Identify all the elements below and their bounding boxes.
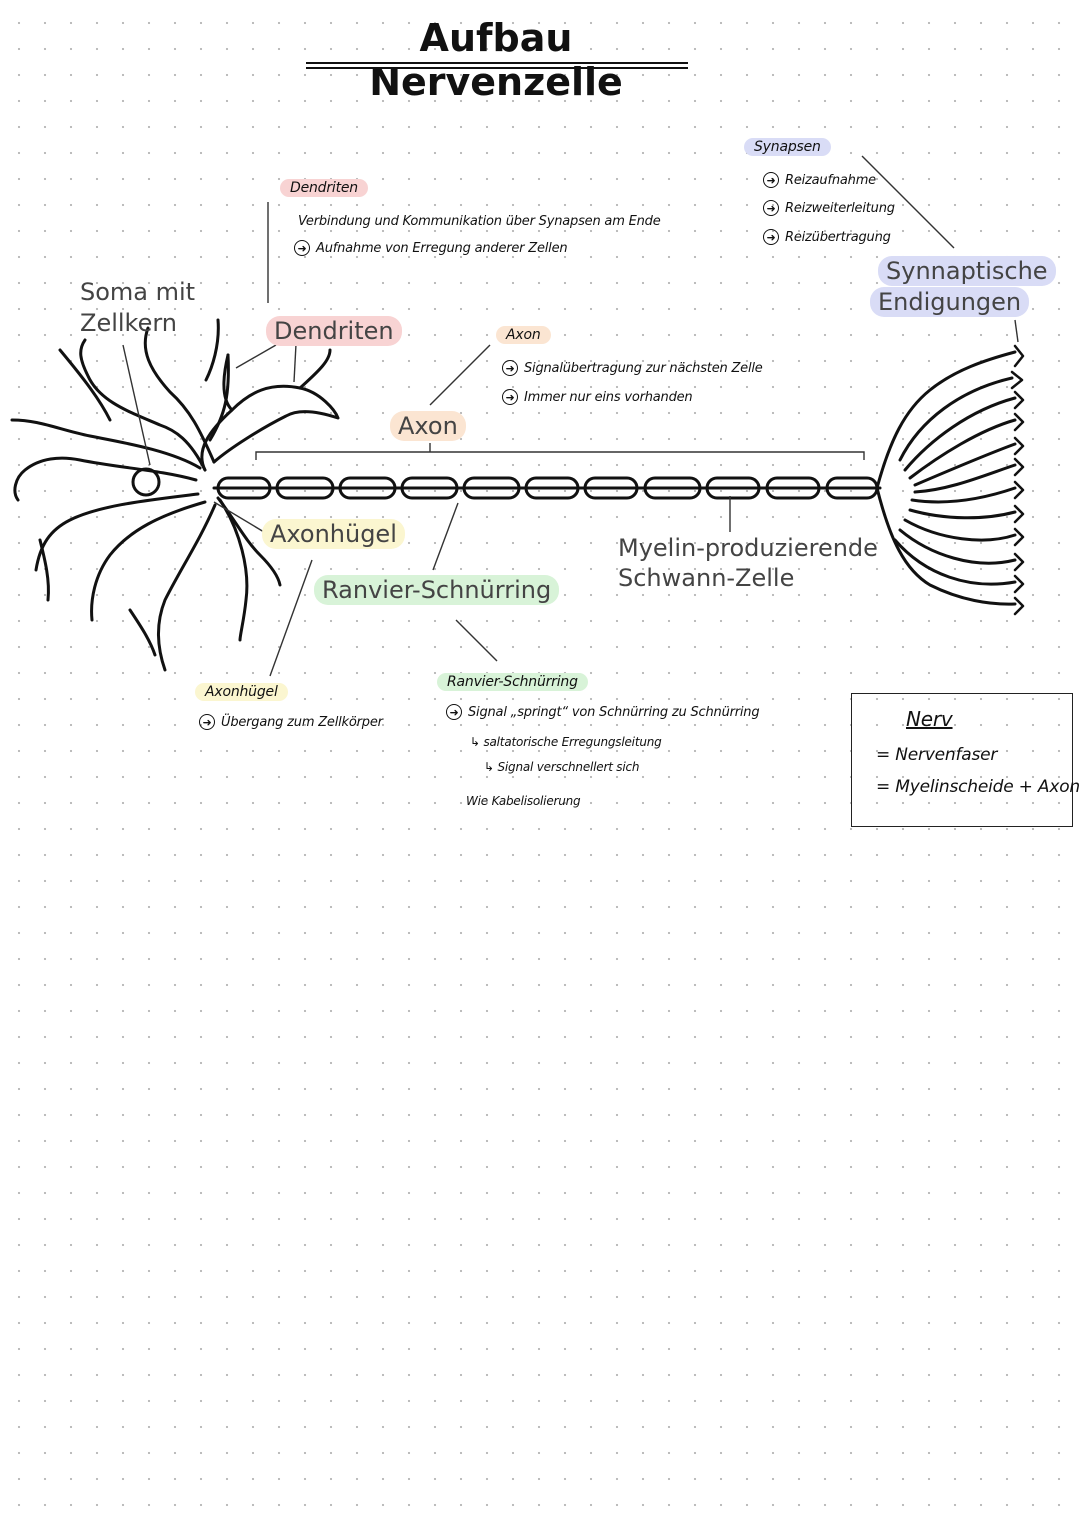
- note-synapsen-bullet-text: Reizübertragung: [785, 229, 891, 245]
- note-ranvier-sub1: ↳ saltatorische Erregungsleitung: [470, 735, 662, 749]
- axon-label: Axon: [390, 411, 466, 441]
- synaptische-label-line2: Endigungen: [870, 287, 1030, 317]
- nerv-line-2: = Myelinscheide + Axon: [876, 777, 1080, 797]
- note-axon-bullet-1: ➜ Signalübertragung zur nächsten Zelle: [502, 360, 763, 376]
- myelin-label-line1: Myelin-produzierende: [618, 534, 878, 562]
- dendriten-label: Dendriten: [266, 316, 402, 346]
- soma-label-line2: Zellkern: [80, 309, 178, 337]
- myelin-label-line2: Schwann-Zelle: [618, 564, 795, 592]
- arrow-circle-icon: ➜: [502, 360, 518, 376]
- note-dendriten-heading: Dendriten: [280, 179, 368, 197]
- note-axonhuegel-bullet-text: Übergang zum Zellkörper: [221, 714, 383, 730]
- arrow-circle-icon: ➜: [199, 714, 215, 730]
- nerv-title: Nerv: [906, 707, 953, 731]
- note-synapsen-bullet-text: Reizweiterleitung: [785, 200, 895, 216]
- nerv-box: [851, 693, 1073, 827]
- note-synapsen-bullet-text: Reizaufnahme: [785, 172, 876, 188]
- soma-outline: [200, 384, 340, 472]
- note-axon-heading: Axon: [496, 326, 551, 344]
- note-ranvier-sub2: ↳ Signal verschnellert sich: [484, 760, 640, 774]
- note-dendriten-line1: Verbindung und Kommunikation über Synaps…: [298, 214, 661, 229]
- note-synapsen-heading: Synapsen: [744, 138, 831, 156]
- title-underline-top: [306, 62, 688, 64]
- arrow-circle-icon: ➜: [763, 172, 779, 188]
- arrow-circle-icon: ➜: [763, 229, 779, 245]
- myelin-segments: [216, 476, 879, 500]
- nerv-line-1: = Nervenfaser: [876, 745, 998, 765]
- note-synapsen-bullet-1: ➜ Reizaufnahme: [763, 172, 876, 188]
- title-underline-bottom: [306, 67, 688, 69]
- note-synapsen-bullet-2: ➜ Reizweiterleitung: [763, 200, 895, 216]
- axonhuegel-label: Axonhügel: [262, 519, 405, 549]
- arrow-circle-icon: ➜: [763, 200, 779, 216]
- ranvier-label: Ranvier-Schnürring: [314, 575, 560, 605]
- note-dendriten-bullet-text: Aufnahme von Erregung anderer Zellen: [316, 240, 568, 256]
- note-synapsen-bullet-3: ➜ Reizübertragung: [763, 229, 891, 245]
- note-ranvier-heading: Ranvier-Schnürring: [437, 673, 588, 691]
- arrow-circle-icon: ➜: [294, 240, 310, 256]
- arrow-circle-icon: ➜: [502, 389, 518, 405]
- arrow-circle-icon: ➜: [446, 704, 462, 720]
- soma-label-line1: Soma mit: [80, 278, 196, 306]
- note-ranvier-extra: Wie Kabelisolierung: [466, 794, 581, 808]
- note-dendriten-bullet: ➜ Aufnahme von Erregung anderer Zellen: [294, 240, 568, 256]
- note-ranvier-bullet-text: Signal „springt“ von Schnürring zu Schnü…: [468, 704, 760, 720]
- note-ranvier-bullet: ➜ Signal „springt“ von Schnürring zu Sch…: [446, 704, 760, 720]
- note-axon-bullet-text: Signalübertragung zur nächsten Zelle: [524, 360, 763, 376]
- synaptische-label-line1: Synnaptische: [878, 256, 1056, 286]
- note-axon-bullet-text: Immer nur eins vorhanden: [524, 389, 693, 405]
- note-axonhuegel-bullet: ➜ Übergang zum Zellkörper: [199, 714, 383, 730]
- note-axon-bullet-2: ➜ Immer nur eins vorhanden: [502, 389, 693, 405]
- zellkern: [131, 467, 161, 497]
- note-axonhuegel-heading: Axonhügel: [195, 683, 288, 701]
